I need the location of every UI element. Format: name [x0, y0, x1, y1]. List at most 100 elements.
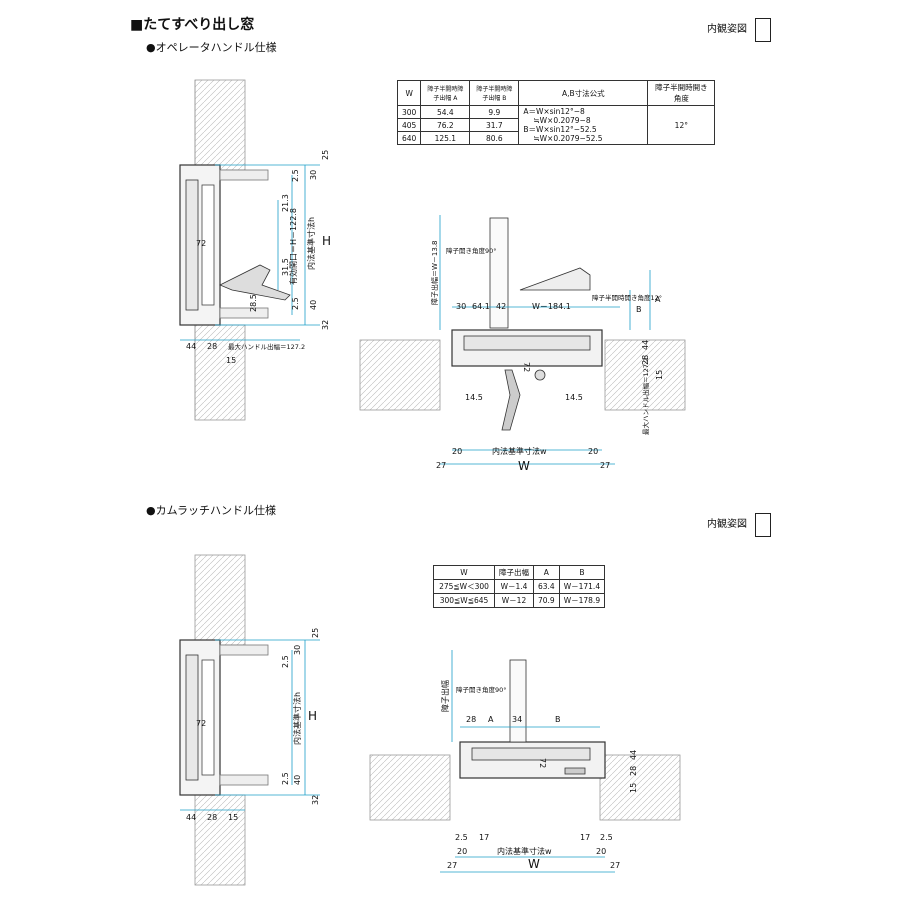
dim-label: 44 — [641, 340, 650, 350]
vertical-section-2 — [179, 554, 320, 886]
dim-label: 27 — [600, 461, 610, 470]
dim-label: W－184.1 — [532, 302, 571, 311]
dim-label: 27 — [610, 861, 620, 870]
half-open-sash — [519, 267, 591, 291]
dim-label: 有効開口＝H－122.8 — [288, 208, 298, 285]
dim-label: 最大ハンドル出幅＝127.2 — [641, 358, 650, 435]
dim-label: 64.1 — [472, 302, 490, 311]
dim-label: 72 — [522, 362, 531, 372]
dim-label: 2.5 — [455, 833, 468, 842]
window-view-icon — [755, 513, 771, 537]
dim-label: W — [518, 459, 530, 473]
page-title: ■たてすべり出し窓 — [130, 17, 255, 33]
formula-line: ≒W×0.2079−52.5 — [533, 134, 603, 143]
formula-line: ≒W×0.2079−8 — [533, 116, 591, 125]
wall-lower — [194, 324, 246, 421]
horizontal-section-1 — [359, 215, 686, 465]
dim-label: 25 — [311, 628, 320, 638]
handle-plan — [501, 369, 521, 431]
dim-label: 44 — [629, 750, 638, 760]
operator-handle — [219, 264, 291, 301]
dim-label: B — [636, 305, 642, 314]
dim-label: 72 — [196, 239, 206, 248]
dim-label: 28 — [629, 766, 638, 776]
window-view-icon — [755, 18, 771, 42]
dim-label: 40 — [293, 775, 302, 785]
dim-label: 32 — [311, 795, 320, 805]
dim-label: 20 — [452, 447, 462, 456]
dim-label: 内法基準寸法h — [292, 692, 302, 745]
table-header: 障子半開時開き角度 — [647, 80, 716, 106]
dim-label: 20 — [588, 447, 598, 456]
dim-label: 72 — [196, 719, 206, 728]
open-sash — [489, 217, 509, 329]
dim-label: A — [488, 715, 494, 724]
dim-label: 15 — [655, 370, 664, 380]
dim-label: 30 — [293, 645, 302, 655]
dim-label: 2.5 — [600, 833, 613, 842]
sill-trim — [219, 307, 269, 319]
dim-label: 15 — [228, 813, 238, 822]
dim-label: 25 — [321, 150, 330, 160]
dim-label: 20 — [457, 847, 467, 856]
dim-label: 40 — [309, 300, 318, 310]
glass — [201, 659, 215, 776]
table-cell: 70.9 — [533, 593, 560, 608]
dim-label: 14.5 — [565, 393, 583, 402]
dim-label: A — [655, 295, 661, 304]
dim-label: 17 — [479, 833, 489, 842]
dim-label: 内法基準寸法h — [306, 217, 316, 270]
formula-cell: A＝W×sin12°−8 ≒W×0.2079−8 B＝W×sin12°−52.5… — [518, 105, 649, 145]
dim-label: 27 — [436, 461, 446, 470]
dim-label: 30 — [309, 170, 318, 180]
cam-latch-handle — [564, 767, 586, 775]
dim-label: 28 — [466, 715, 476, 724]
dim-label: 障子出幅＝W－13.8 — [430, 240, 439, 305]
dim-label: W — [528, 857, 540, 871]
dim-label: 20 — [596, 847, 606, 856]
angle-cell: 12° — [647, 105, 716, 145]
dim-label: H — [322, 234, 331, 248]
dim-label: 28 — [207, 342, 217, 351]
dim-label: 障子出幅 — [440, 680, 450, 712]
wall-right — [599, 754, 681, 821]
dim-label: 72 — [538, 758, 547, 768]
dim-label: 28 — [207, 813, 217, 822]
dim-label: 障子半開時開き角度12° — [592, 293, 662, 302]
dim-label: 2.5 — [281, 655, 290, 668]
glass — [201, 184, 215, 306]
sash-plan — [463, 335, 591, 351]
dim-label: 2.5 — [291, 297, 300, 310]
dim-label: 27 — [447, 861, 457, 870]
dim-label: 42 — [496, 302, 506, 311]
table-cell: W－178.9 — [558, 593, 606, 608]
wall-upper — [194, 79, 246, 171]
dim-label: 44 — [186, 813, 196, 822]
dim-label: 最大ハンドル出幅＝127.2 — [228, 342, 305, 351]
table-header: 障子半開時障子出幅 B — [469, 80, 520, 106]
dim-label: 障子開き角度90° — [446, 246, 497, 255]
dim-label: 17 — [580, 833, 590, 842]
formula-line: B＝W×sin12°−52.5 — [523, 125, 597, 134]
section2-subtitle: ●カムラッチハンドル仕様 — [146, 504, 277, 517]
wall-upper — [194, 554, 246, 646]
dim-label: 2.5 — [281, 772, 290, 785]
dim-label: 内法基準寸法w — [497, 846, 552, 856]
wall-left — [359, 339, 441, 411]
table-cell: W－12 — [494, 593, 534, 608]
spec-table-1: W 障子半開時障子出幅 A 障子半開時障子出幅 B A,B寸法公式 障子半開時開… — [396, 80, 716, 145]
table-header: A,B寸法公式 — [518, 80, 649, 106]
horizontal-section-2 — [369, 650, 681, 873]
dim-label: 障子開き角度90° — [456, 685, 507, 694]
sash-plan — [471, 747, 591, 761]
dim-label: H — [308, 709, 317, 723]
dim-label: 2.5 — [291, 169, 300, 182]
table-cell: 640 — [396, 131, 422, 145]
sash — [185, 179, 199, 311]
open-sash — [509, 659, 527, 743]
dim-label: 14.5 — [465, 393, 483, 402]
section1-subtitle: ●オペレータハンドル仕様 — [146, 41, 277, 54]
wall-lower — [194, 794, 246, 886]
vertical-section-1 — [179, 79, 320, 421]
